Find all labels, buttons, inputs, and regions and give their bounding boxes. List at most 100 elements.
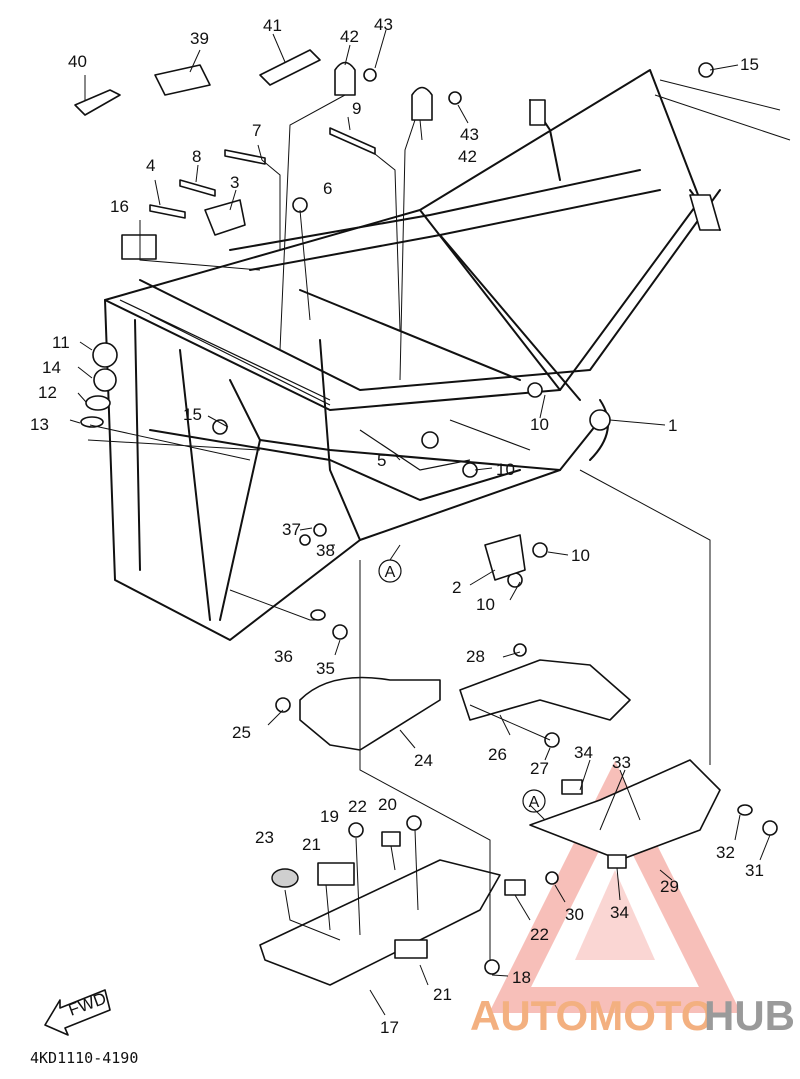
- part-number: 32: [716, 843, 735, 862]
- part-11-grommet: [92, 342, 118, 368]
- part-22-pad-b: [504, 879, 526, 896]
- part-number: 16: [110, 197, 129, 216]
- part-number: 39: [190, 29, 209, 48]
- part-number: 28: [466, 647, 485, 666]
- part-43-bolt-lower: [448, 91, 462, 105]
- part-number: 10: [530, 415, 549, 434]
- part-23-grommet: [271, 868, 299, 888]
- part-number: 15: [740, 55, 759, 74]
- part-32-washer: [737, 804, 753, 816]
- part-number: 19: [320, 807, 339, 826]
- part-43-bolt: [363, 68, 377, 82]
- part-number: 10: [496, 460, 515, 479]
- part-number: 31: [745, 861, 764, 880]
- part-3-plate: [204, 199, 246, 236]
- part-number: 41: [263, 16, 282, 35]
- part-27-bolt: [544, 732, 560, 748]
- watermark: AUTOMOTO HUB: [470, 992, 795, 1039]
- part-12-collar: [85, 395, 111, 411]
- part-21-pad-b: [394, 939, 428, 959]
- part-number: 22: [530, 925, 549, 944]
- watermark-part1: AUTOMOTO: [470, 992, 713, 1039]
- part-number: 1: [668, 416, 677, 435]
- part-4-bolt: [149, 204, 186, 219]
- part-number: 38: [316, 541, 335, 560]
- ref-marker-label: A: [385, 564, 396, 581]
- part-13-washer: [80, 416, 104, 428]
- part-36-washer: [310, 609, 326, 621]
- part-number: 34: [610, 903, 629, 922]
- part-number: 35: [316, 659, 335, 678]
- main-frame: [104, 69, 721, 641]
- forward-arrow-icon: FWD: [44, 989, 111, 1036]
- part-number: 24: [414, 751, 433, 770]
- part-40-clip: [74, 89, 121, 116]
- part-number: 17: [380, 1018, 399, 1037]
- reference-marker-a: A: [378, 559, 402, 583]
- part-number: 18: [512, 968, 531, 987]
- part-34-pad: [561, 779, 583, 795]
- part-number: 7: [252, 121, 261, 140]
- leader-lines: [69, 29, 791, 1016]
- part-number: 33: [612, 753, 631, 772]
- part-7-bolt: [224, 149, 266, 165]
- small-parts: [74, 49, 714, 640]
- part-41-holder: [259, 49, 321, 86]
- part-6-bolt: [292, 197, 308, 213]
- part-number: 10: [476, 595, 495, 614]
- part-19-plug: [348, 822, 364, 838]
- part-number: 3: [230, 173, 239, 192]
- part-number: 14: [42, 358, 61, 377]
- part-number: 21: [433, 985, 452, 1004]
- part-14-grommet: [93, 368, 117, 392]
- part-9-bolt: [329, 127, 376, 155]
- part-number: 8: [192, 147, 201, 166]
- part-29-guard: [529, 759, 721, 861]
- part-number: 10: [571, 546, 590, 565]
- part-number: 2: [452, 578, 461, 597]
- part-number: 4: [146, 156, 155, 175]
- part-20-plug: [406, 815, 422, 831]
- part-number: 42: [458, 147, 477, 166]
- part-42-bracket-top: [334, 61, 356, 96]
- part-number: 20: [378, 795, 397, 814]
- part-31-bolt: [762, 820, 778, 836]
- part-number: 29: [660, 877, 679, 896]
- part-number-labels: 1 2 3 4 5 6 7 8 9 10 10 10 10 10 11 12 1…: [30, 15, 764, 1037]
- part-number: 23: [255, 828, 274, 847]
- part-number: 43: [374, 15, 393, 34]
- guard-parts: [259, 643, 778, 986]
- part-number: 43: [460, 125, 479, 144]
- part-37-bolt: [313, 523, 327, 537]
- part-number: 5: [377, 451, 386, 470]
- part-number: 21: [302, 835, 321, 854]
- part-42-bracket-lower: [411, 86, 433, 121]
- part-39-bracket: [154, 64, 211, 96]
- part-25-bolt: [275, 697, 291, 713]
- part-number: 13: [30, 415, 49, 434]
- part-number: 40: [68, 52, 87, 71]
- part-number: 11: [52, 333, 70, 352]
- part-35-bolt: [332, 624, 348, 640]
- part-number: 27: [530, 759, 549, 778]
- part-number: 37: [282, 520, 301, 539]
- part-number: 36: [274, 647, 293, 666]
- part-34-pad-b: [607, 854, 627, 869]
- part-28-bolt: [513, 643, 527, 657]
- part-15-cap-rear: [698, 62, 714, 78]
- part-number: 9: [352, 99, 361, 118]
- part-8-bolt: [179, 179, 216, 197]
- part-16-block: [121, 234, 157, 260]
- part-24-cover: [299, 676, 441, 751]
- part-18-bolt: [484, 959, 500, 975]
- diagram-code: 4KD1110-4190: [30, 1049, 138, 1067]
- part-10-nut: [527, 382, 543, 398]
- part-number: 25: [232, 723, 251, 742]
- part-10-nut-b: [462, 462, 478, 478]
- part-21-pad: [317, 862, 355, 886]
- part-number: 12: [38, 383, 57, 402]
- watermark-triangle-icon: [488, 760, 742, 1013]
- part-number: 22: [348, 797, 367, 816]
- part-17-skid-plate: [259, 859, 501, 986]
